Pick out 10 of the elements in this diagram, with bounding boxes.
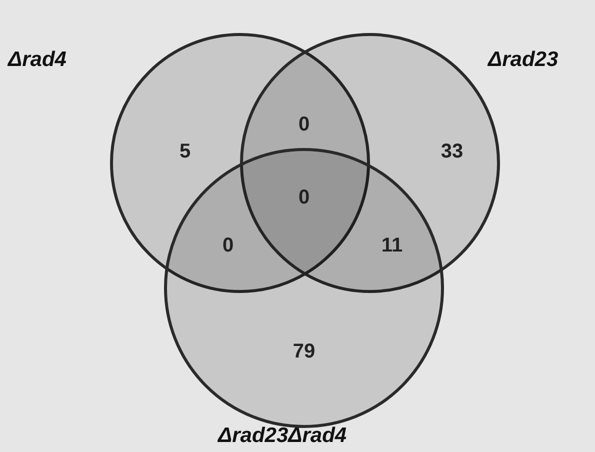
region-count: 11 <box>381 234 403 258</box>
region-count: 5 <box>179 140 191 164</box>
region-count: 0 <box>298 114 310 136</box>
region-count: 0 <box>222 234 234 258</box>
region-count: 79 <box>292 340 316 364</box>
set-label: Δrad23 <box>488 48 558 72</box>
region-count: 0 <box>298 186 310 210</box>
set-label: Δrad4 <box>8 48 66 72</box>
set-label: Δrad23Δrad4 <box>218 424 347 448</box>
region-count: 33 <box>440 140 464 164</box>
